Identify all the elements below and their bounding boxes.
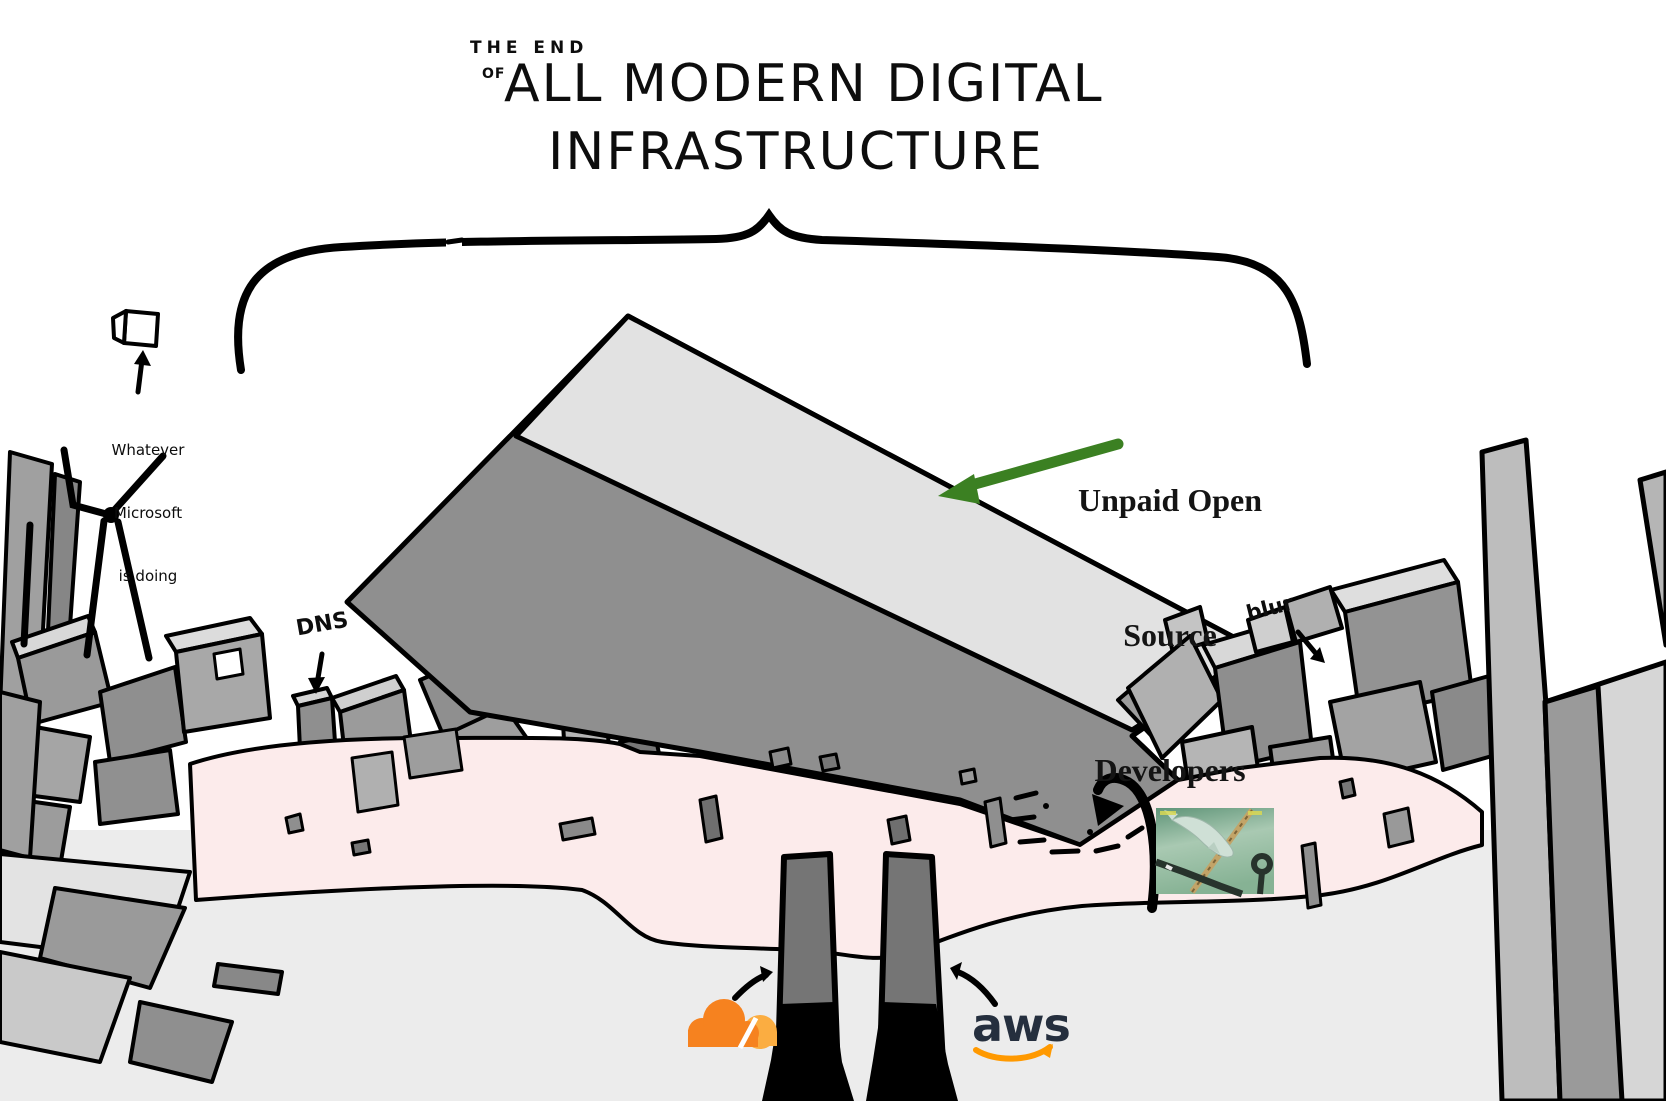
blur-arrow (1295, 629, 1325, 663)
cloudflare-logo (688, 999, 777, 1050)
aws-arrow (950, 962, 998, 1007)
fallen-block-top-face (513, 313, 1261, 733)
shark-cable-photo (1154, 808, 1274, 898)
title-line2: INFRASTRUCTURE (548, 122, 1044, 182)
pink-river (188, 735, 1484, 960)
microsoft-arrow (134, 350, 151, 395)
splash-arrow (1092, 772, 1160, 913)
dns-arrow (308, 651, 325, 694)
open-source-label: Unpaid Open Source Developers (1050, 388, 1290, 838)
microsoft-label: Whatever Microsoft is doing (100, 398, 196, 608)
microsoft-label-line2: Microsoft (113, 504, 183, 522)
title-of: OF (482, 66, 506, 82)
title-kicker: THE END (470, 38, 589, 58)
window (212, 647, 245, 681)
shark (1171, 816, 1234, 858)
splash-ripples (1007, 790, 1145, 855)
title-line1: ALL MODERN DIGITAL (504, 54, 1104, 114)
microsoft-label-line1: Whatever (111, 441, 185, 459)
open-source-label-line3: Developers (1094, 752, 1246, 788)
microsoft-block (111, 309, 160, 348)
aws-pillar (866, 851, 958, 1101)
bottom-left-slabs (0, 852, 284, 1084)
title-brace (234, 207, 1311, 374)
aws-logo-text: aws (972, 998, 1071, 1052)
open-source-arrow (938, 438, 1124, 504)
open-source-label-line2: Source (1123, 617, 1217, 653)
open-source-label-line1: Unpaid Open (1077, 482, 1263, 518)
aws-smile (973, 1044, 1053, 1062)
right-rubble-pile (1116, 558, 1508, 816)
cloudflare-arrow (732, 966, 773, 1001)
cloudflare-pillar (762, 851, 854, 1101)
microsoft-label-line3: is doing (118, 567, 178, 585)
collapsed-stick-structure (20, 446, 167, 662)
right-walls (1479, 437, 1666, 1101)
river-debris (284, 727, 1415, 910)
